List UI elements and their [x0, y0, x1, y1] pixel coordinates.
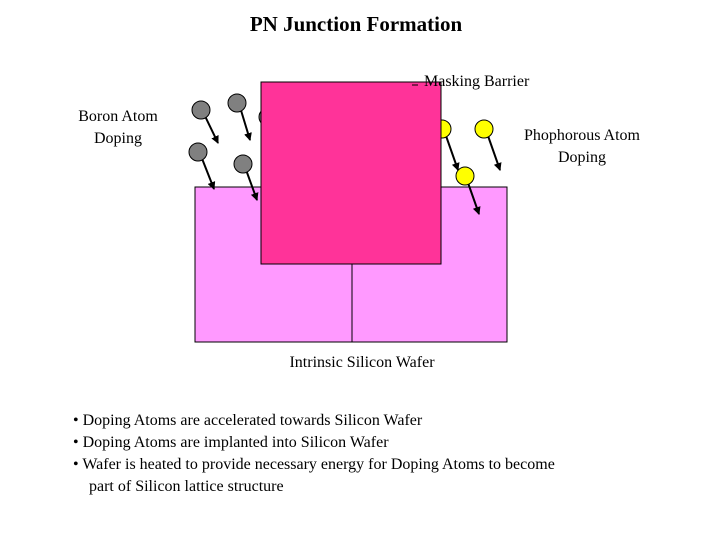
boron-atom: [233, 154, 253, 174]
phos-label-line2: Doping: [558, 149, 606, 166]
boron-arrow: [200, 155, 216, 190]
bullet-item: • Doping Atoms are accelerated towards S…: [73, 412, 423, 429]
boron-arrow: [203, 113, 219, 144]
boron-atom: [227, 93, 247, 113]
phosphorus-arrow: [444, 132, 460, 171]
phosphorus-doping-label: Phophorous Atom Doping: [508, 125, 656, 169]
bullet-item: • Wafer is heated to provide necessary e…: [73, 456, 555, 473]
boron-label-line2: Doping: [94, 130, 142, 147]
masking-barrier-label: Masking Barrier: [424, 73, 530, 90]
boron-atom: [188, 142, 208, 162]
phosphorus-arrow: [466, 179, 481, 215]
phosphorus-atom: [455, 166, 475, 186]
bullet-item: • Doping Atoms are implanted into Silico…: [73, 434, 389, 451]
bullet-item-continuation: part of Silicon lattice structure: [89, 478, 284, 495]
phos-label-line1: Phophorous Atom: [523, 127, 640, 144]
boron-atom: [191, 100, 211, 120]
bullet-list: • Doping Atoms are accelerated towards S…: [73, 410, 693, 498]
boron-arrow: [239, 106, 252, 141]
phosphorus-atom: [474, 119, 494, 139]
boron-doping-label: Boron Atom Doping: [66, 106, 170, 150]
boron-label-line1: Boron Atom: [78, 108, 158, 125]
masking-barrier: [260, 81, 442, 265]
wafer-label: Intrinsic Silicon Wafer: [289, 354, 435, 371]
phosphorus-arrow: [486, 132, 502, 171]
page-title: PN Junction Formation: [249, 12, 463, 36]
